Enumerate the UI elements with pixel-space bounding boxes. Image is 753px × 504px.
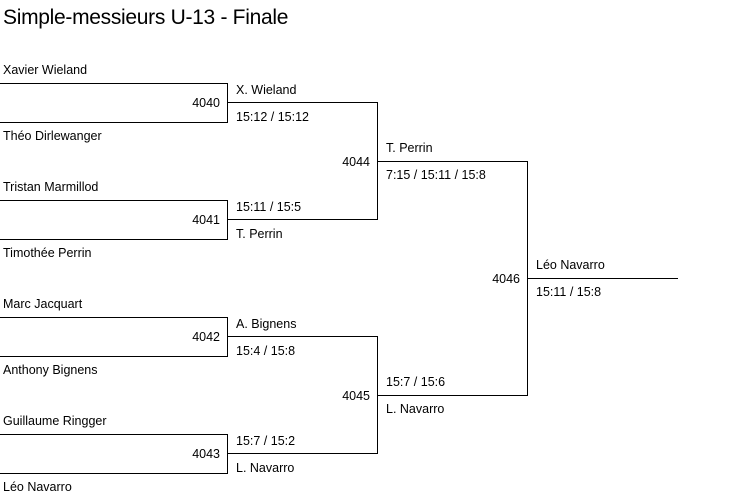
match-score: 15:11 / 15:8	[536, 285, 602, 299]
match-number: 4042	[192, 330, 220, 344]
match-number: 4040	[192, 96, 220, 110]
player-name: Guillaume Ringger	[3, 414, 107, 428]
player-name: Timothée Perrin	[3, 246, 92, 260]
player-name: Anthony Bignens	[3, 363, 98, 377]
match-score: 15:12 / 15:12	[236, 110, 309, 124]
match-winner: L. Navarro	[236, 461, 295, 475]
match-winner: X. Wieland	[236, 83, 297, 97]
player-name: Xavier Wieland	[3, 63, 88, 77]
player-name: Tristan Marmillod	[3, 180, 99, 194]
match-winner: A. Bignens	[236, 317, 297, 331]
player-name: Marc Jacquart	[3, 297, 83, 311]
match-winner: T. Perrin	[386, 141, 433, 155]
match-number: 4041	[192, 213, 220, 227]
player-name: Théo Dirlewanger	[3, 129, 102, 143]
match-number: 4043	[192, 447, 220, 461]
page-title: Simple-messieurs U-13 - Finale	[3, 6, 289, 29]
player-name: Léo Navarro	[3, 480, 72, 494]
match-number: 4046	[492, 272, 520, 286]
match-score: 15:4 / 15:8	[236, 344, 296, 358]
match-winner: L. Navarro	[386, 402, 445, 416]
champion-name: Léo Navarro	[536, 258, 605, 272]
match-score: 15:7 / 15:6	[386, 375, 446, 389]
match-number: 4044	[342, 155, 370, 169]
match-score: 15:7 / 15:2	[236, 434, 296, 448]
match-score: 7:15 / 15:11 / 15:8	[386, 168, 486, 182]
match-winner: T. Perrin	[236, 227, 283, 241]
match-score: 15:11 / 15:5	[236, 200, 302, 214]
match-number: 4045	[342, 389, 370, 403]
